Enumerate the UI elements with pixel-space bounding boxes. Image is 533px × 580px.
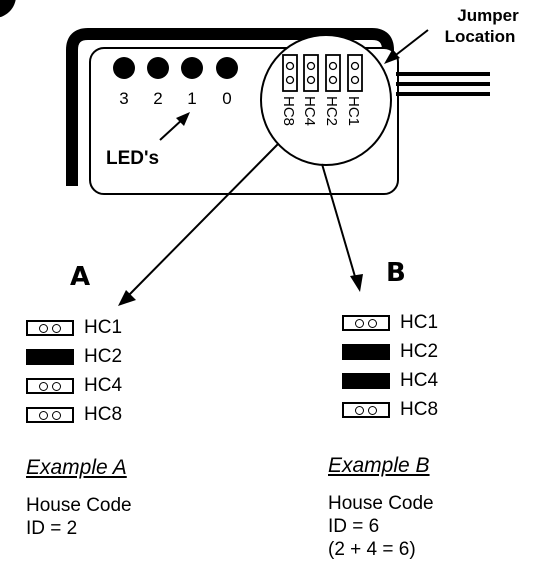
example-b-jumper-hc4: HC4 [342,370,438,392]
example-b-line-2: ID = 6 [328,516,380,537]
example-b-jumper-hc2: HC2 [342,341,438,363]
led-caption: LED's [106,148,159,169]
jumper-label: HC1 [400,312,439,333]
example-a-jumper-hc8: HC8 [26,404,122,426]
arrow-to-example-a-head [118,290,136,306]
led-label-2: 2 [153,89,162,108]
jumper-label: HC4 [84,375,123,396]
step-marker-fragment [0,0,16,18]
device-jumper-label-hc4: HC4 [301,96,318,126]
example-b-jumper-hc8: HC8 [342,399,438,421]
led-label-0: 0 [222,89,231,108]
callout-line-1: Jumper [457,6,519,25]
arrow-to-example-a [127,143,279,297]
jumper-label: HC2 [400,341,439,362]
device-shadow [66,28,394,186]
led-pointer-arrowhead [176,112,190,126]
example-a-letter: A [70,262,91,292]
arrow-to-example-b-head [350,274,363,292]
jumper-installed-icon [26,349,74,365]
jumper-open-icon [342,315,390,331]
device-jumper-block [282,54,363,92]
device-jumper-label-hc8: HC8 [280,96,297,126]
jumper-installed-icon [342,373,390,389]
jumper-installed-icon [342,344,390,360]
device-jumper-label-hc2: HC2 [323,96,340,126]
example-b-line-3: (2 + 4 = 6) [328,539,416,560]
led-label-3: 3 [119,89,128,108]
jumper-label: HC4 [400,370,439,391]
example-a-jumper-hc2: HC2 [26,346,122,368]
example-a-line-2: ID = 2 [26,518,78,539]
example-b-title: Example B [328,454,430,477]
jumper-label: HC8 [84,404,123,425]
device-cable [396,72,490,96]
example-a-jumper-hc4: HC4 [26,375,122,397]
led-2 [147,57,169,79]
led-label-1: 1 [187,89,196,108]
example-a-title: Example A [26,456,127,479]
jumper-open-icon [342,402,390,418]
callout-pointer-line [391,29,429,59]
led-3 [113,57,135,79]
jumper-label: HC8 [400,399,439,420]
callout-line-2: Location [445,27,516,46]
jumper-open-icon [26,407,74,423]
example-b-letter: B [386,258,406,288]
jumper-label: HC1 [84,317,123,338]
led-1 [181,57,203,79]
jumper-open-icon [26,320,74,336]
example-a-jumper-hc1: HC1 [26,317,122,339]
callout-pointer-arrowhead [384,50,400,64]
arrow-to-example-b [321,163,357,281]
example-b-line-1: House Code [328,493,434,514]
example-a-line-1: House Code [26,495,132,516]
jumper-open-icon [26,378,74,394]
device-jumper-label-hc1: HC1 [345,96,362,126]
led-0 [216,57,238,79]
jumper-label: HC2 [84,346,123,367]
example-b-jumper-hc1: HC1 [342,312,438,334]
